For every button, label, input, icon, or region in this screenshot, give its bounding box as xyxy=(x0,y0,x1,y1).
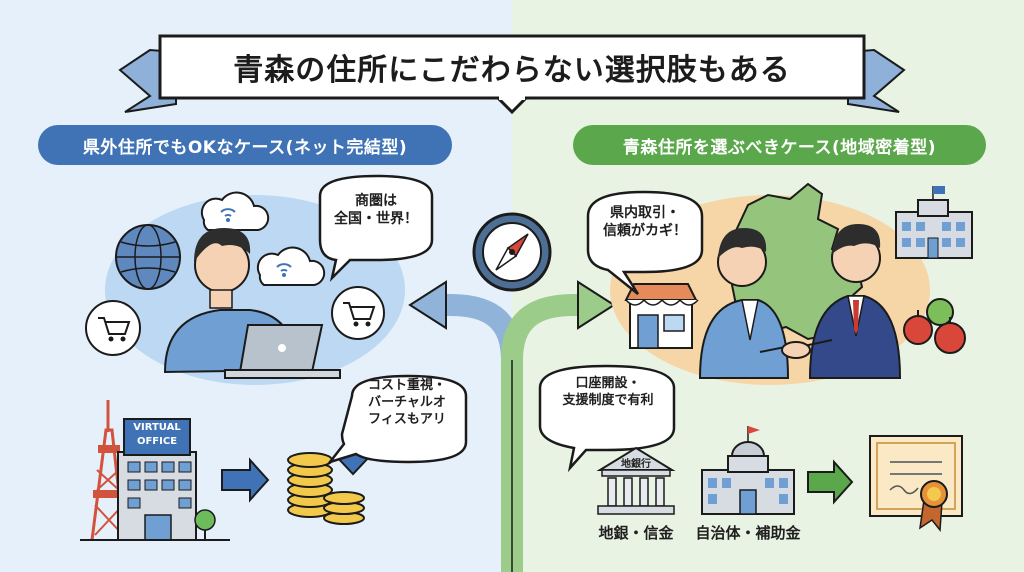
bubble-trust: 県内取引・ 信頼がカギ！ xyxy=(603,205,687,240)
label-gov: 自治体・補助金 xyxy=(695,524,801,542)
regional-scene xyxy=(586,182,973,385)
online-scene xyxy=(85,174,434,385)
laptop-icon xyxy=(224,324,341,379)
apple-icon xyxy=(903,298,966,354)
shop-icon xyxy=(624,283,699,349)
virtual-office-sign: VIRTUAL OFFICE xyxy=(133,422,181,447)
cart-icon xyxy=(331,286,385,340)
right-section-heading: 青森住所を選ぶべきケース(地域密着型) xyxy=(573,125,986,165)
left-section-heading: 県外住所でもOKなケース(ネット完結型) xyxy=(38,125,452,165)
title-banner xyxy=(118,34,906,115)
bubble-account: 口座開設・ 支援制度で有利 xyxy=(562,376,654,408)
cloud-wifi-icon xyxy=(256,246,326,286)
office-scene xyxy=(80,374,468,541)
government-building-icon xyxy=(701,426,795,515)
building-icon xyxy=(895,186,973,259)
coins-icon xyxy=(287,452,365,525)
bubble-cost: コスト重視・ バーチャルオ フィスもアリ xyxy=(367,378,446,427)
label-banks: 地銀・信金 xyxy=(598,524,674,542)
bank-sign: 地銀行 xyxy=(621,459,651,470)
handshake-icon xyxy=(759,339,833,359)
compass-icon xyxy=(472,212,552,292)
page-title: 青森の住所にこだわらない選択肢もある xyxy=(233,53,791,88)
support-scene xyxy=(538,364,963,532)
certificate-icon xyxy=(869,435,963,532)
cloud-wifi-icon xyxy=(200,191,270,231)
globe-icon xyxy=(115,224,181,290)
cart-icon xyxy=(85,300,141,356)
bubble-market: 商圏は 全国・世界！ xyxy=(334,193,418,228)
bank-icon xyxy=(596,446,676,515)
fork-road xyxy=(408,280,616,572)
